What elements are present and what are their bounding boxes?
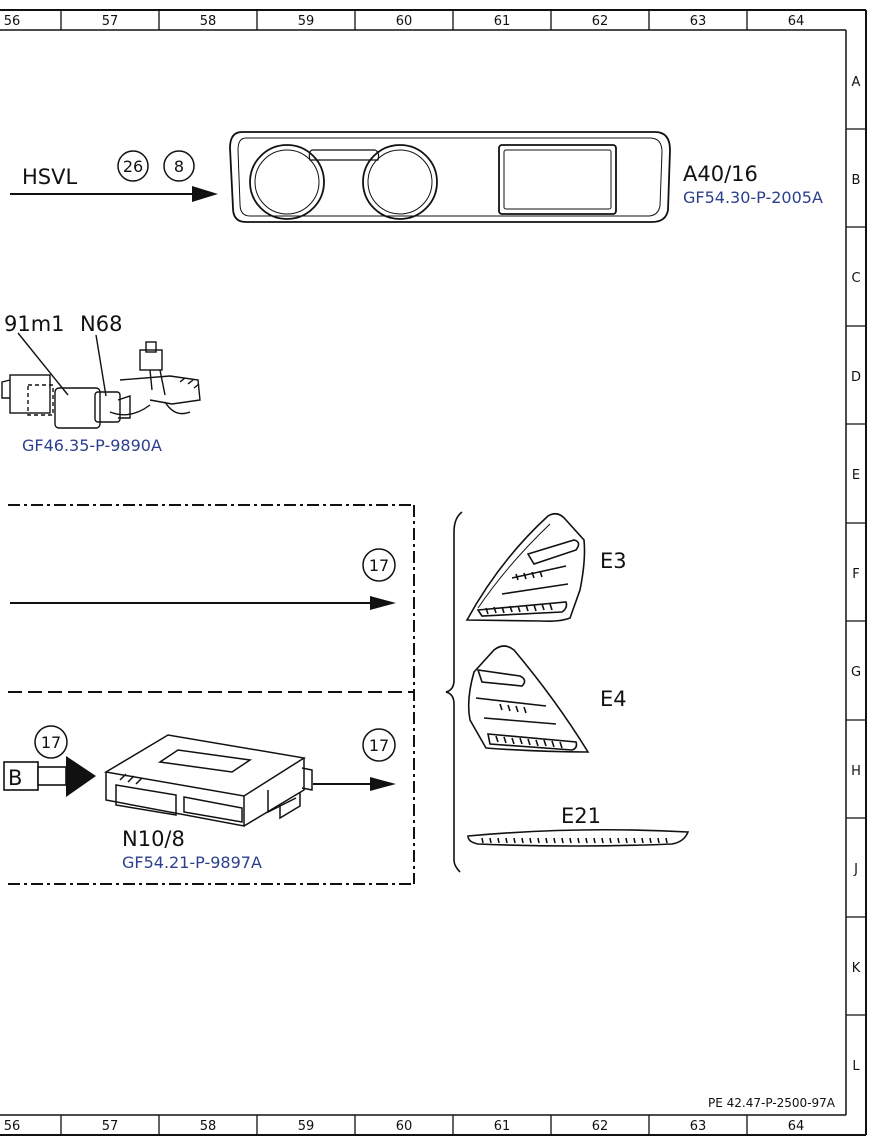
signal-17-left: 17 B (3, 725, 96, 797)
tail-lamp-e3-icon (465, 512, 586, 622)
col-label: 63 (690, 14, 707, 29)
group-brace (445, 511, 463, 873)
row-label: K (852, 961, 861, 976)
col-label: 60 (396, 1119, 413, 1134)
hsvl-signal: HSVL 26 8 (10, 150, 218, 202)
signal-17-top: 17 (10, 548, 396, 610)
row-label: E (852, 468, 860, 483)
circle-marker (117, 150, 149, 182)
control-unit-ref: GF54.21-P-9897A (122, 853, 262, 872)
col-label: 62 (592, 14, 609, 29)
col-label: 59 (298, 14, 315, 29)
col-label: 60 (396, 14, 413, 29)
col-label: 64 (788, 1119, 805, 1134)
col-label: 63 (690, 1119, 707, 1134)
row-label: D (851, 370, 861, 385)
row-label: G (851, 665, 861, 680)
col-label: 57 (102, 14, 119, 29)
document-number: PE 42.47-P-2500-97A (708, 1096, 836, 1110)
circle-17-right-label: 17 (369, 736, 389, 755)
instrument-cluster-ref: GF54.30-P-2005A (683, 188, 823, 207)
boundary-box (8, 504, 415, 885)
col-label: 58 (200, 14, 217, 29)
col-label: 56 (4, 1119, 21, 1134)
column-labels-bottom: 56 57 58 59 60 61 62 63 64 (4, 1119, 805, 1134)
col-label: 57 (102, 1119, 119, 1134)
steering-motor-id: 91m1 (4, 312, 65, 336)
row-label: L (852, 1059, 860, 1074)
col-label: 62 (592, 1119, 609, 1134)
row-label: J (853, 862, 858, 877)
steering-ref: GF46.35-P-9890A (22, 436, 162, 455)
instrument-cluster-id: A40/16 (683, 162, 758, 186)
control-unit-icon (103, 734, 313, 827)
row-labels: A B C D E F G H J K L (851, 75, 861, 1074)
row-label: B (852, 173, 861, 188)
circle-17-left-label: 17 (41, 733, 61, 752)
circle-8-label: 8 (174, 157, 184, 176)
lamp-e21-label: E21 (561, 804, 601, 828)
connector-b-box (3, 761, 39, 791)
col-label: 58 (200, 1119, 217, 1134)
col-label: 56 (4, 14, 21, 29)
row-label: A (852, 75, 861, 90)
signal-17-right: 17 (313, 728, 396, 791)
third-brake-lamp-e21-icon (467, 828, 690, 847)
col-label: 61 (494, 14, 511, 29)
lamp-e4-label: E4 (600, 687, 627, 711)
connector-b-label: B (8, 766, 22, 790)
col-label: 64 (788, 14, 805, 29)
instrument-cluster-icon (229, 131, 671, 223)
row-label: C (851, 271, 860, 286)
row-label: F (852, 567, 859, 582)
column-labels-top: 56 57 58 59 60 61 62 63 64 (4, 14, 805, 29)
row-label: H (851, 764, 861, 779)
hsvl-label: HSVL (22, 165, 77, 189)
col-label: 61 (494, 1119, 511, 1134)
col-label: 59 (298, 1119, 315, 1134)
circle-marker (163, 150, 195, 182)
control-unit-id: N10/8 (122, 827, 185, 851)
lamp-e3-label: E3 (600, 549, 627, 573)
steering-control-id: N68 (80, 312, 122, 336)
circle-26-label: 26 (123, 157, 143, 176)
steering-gear-icon (1, 332, 201, 429)
circle-17-top-label: 17 (369, 556, 389, 575)
tail-lamp-e4-icon (467, 645, 590, 753)
diagram-frame (0, 9, 867, 1136)
